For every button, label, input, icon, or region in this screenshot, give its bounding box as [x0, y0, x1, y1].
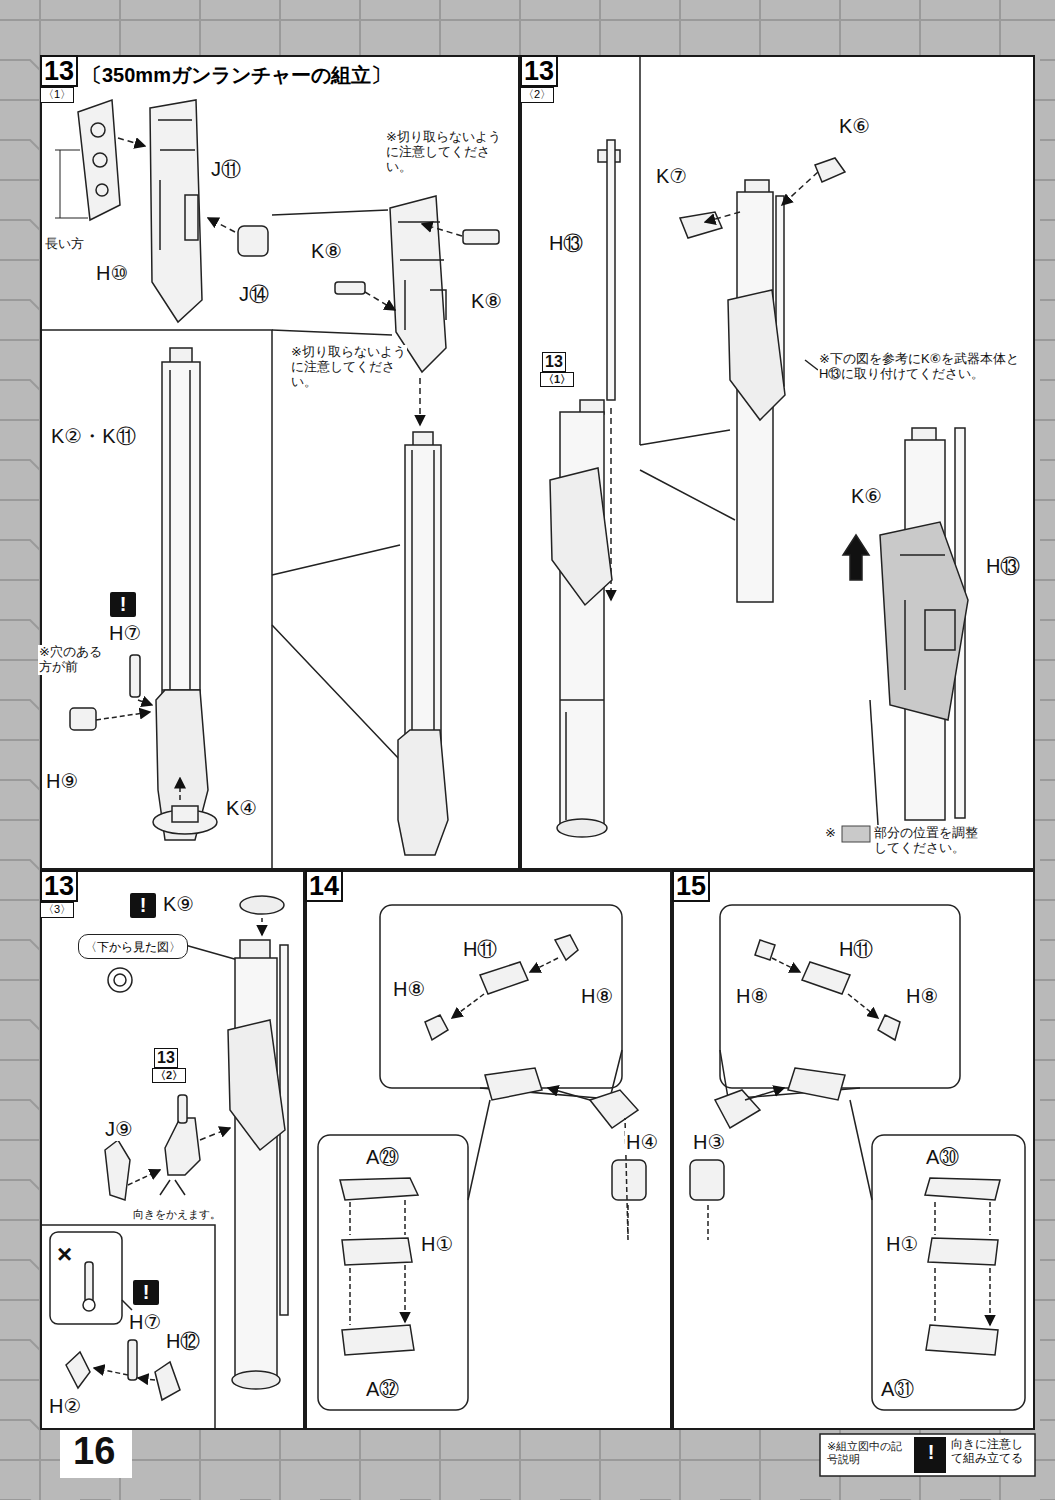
part-label: 向きをかえます。 — [132, 1208, 222, 1221]
part-label: H④ — [625, 1131, 659, 1154]
part-label: H⑨ — [45, 770, 79, 793]
part-label: × — [56, 1240, 73, 1270]
section-title: 〔350mmガンランチャーの組立〕 — [82, 62, 391, 89]
part-label: H① — [885, 1233, 919, 1256]
part-label: H⑧ — [735, 985, 769, 1008]
part-label: H② — [48, 1395, 82, 1418]
step-ref: 〈1〉 — [540, 372, 574, 387]
part-label: K⑥ — [850, 485, 883, 508]
note-text: ※切り取らないように注意してください。 — [385, 130, 502, 175]
caution-icon: ! — [133, 1280, 159, 1305]
sub-step: 〈3〉 — [40, 902, 74, 917]
step-panel: 13〈1〉〔350mmガンランチャーの組立〕 — [40, 55, 520, 870]
note-text: ※切り取らないように注意してください。 — [290, 345, 407, 390]
sub-step: 〈1〉 — [40, 87, 74, 102]
note-text: ※下の図を参考にK⑥を武器本体とH⑬に取り付けてください。 — [818, 352, 1025, 382]
part-label: K⑧ — [310, 240, 343, 263]
part-label: K⑧ — [470, 290, 503, 313]
part-label: K⑨ — [162, 893, 195, 916]
part-label: ※ — [824, 826, 837, 841]
note-text: ※穴のある方が前 — [38, 645, 112, 675]
step-ref: 13 — [154, 1048, 178, 1068]
legend-text: 向きに注意して組み立てる — [950, 1438, 1032, 1466]
part-label: K⑥ — [838, 115, 871, 138]
sub-step: 〈2〉 — [520, 87, 554, 102]
part-label: 長い方 — [44, 237, 85, 252]
part-label: H⑪ — [838, 938, 874, 961]
part-label: H③ — [692, 1131, 726, 1154]
part-label: J⑭ — [238, 283, 270, 306]
part-label: H⑧ — [392, 978, 426, 1001]
caution-icon: ! — [110, 592, 136, 617]
step-number: 14 — [305, 870, 343, 902]
part-label: A㉛ — [880, 1378, 915, 1401]
step-ref: 13 — [542, 352, 566, 372]
part-label: H① — [420, 1233, 454, 1256]
part-label: H⑬ — [985, 555, 1021, 578]
part-label: K②・K⑪ — [50, 425, 137, 448]
view-caption: 〈下から見た図〉 — [85, 940, 181, 954]
step-ref: 〈2〉 — [152, 1068, 186, 1083]
step-number: 13 — [520, 55, 558, 87]
part-label: A㉚ — [925, 1146, 960, 1169]
note-text: ※組立図中の記号説明 — [826, 1440, 910, 1465]
part-label: H⑬ — [548, 232, 584, 255]
part-label: H⑧ — [580, 985, 614, 1008]
part-label: H⑦ — [108, 622, 142, 645]
part-label: H⑩ — [95, 262, 129, 285]
part-label: 16 — [72, 1430, 116, 1474]
caution-icon: ! — [130, 893, 156, 918]
part-label: H⑧ — [905, 985, 939, 1008]
part-label: A㉜ — [365, 1378, 400, 1401]
part-label: K⑦ — [655, 165, 688, 188]
step-number: 15 — [672, 870, 710, 902]
note-text: 部分の位置を調整してください。 — [873, 826, 985, 856]
step-panel: 13〈2〉 — [520, 55, 1035, 870]
part-label: H⑫ — [165, 1330, 201, 1353]
part-label: H⑪ — [462, 938, 498, 961]
part-label: J⑨ — [104, 1118, 134, 1141]
view-bubble: 〈下から見た図〉 — [78, 934, 188, 959]
part-label: K④ — [225, 797, 258, 820]
part-label: J⑪ — [210, 158, 242, 181]
caution-icon: ! — [918, 1440, 944, 1465]
part-label: A㉙ — [365, 1146, 400, 1169]
part-label: H⑦ — [128, 1311, 162, 1334]
step-number: 13 — [40, 55, 78, 87]
step-number: 13 — [40, 870, 78, 902]
